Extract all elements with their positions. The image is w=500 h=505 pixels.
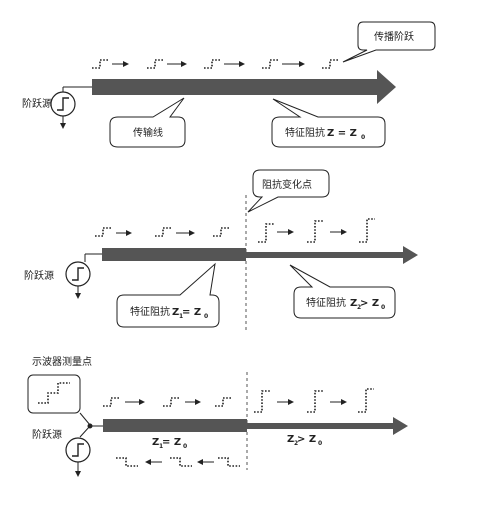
panel-2: 阶跃源 阻抗变化点 特征阻抗 Z 1 = Z 0 xyxy=(24,169,418,330)
step-source-icon xyxy=(65,437,91,463)
svg-text:阻抗变化点: 阻抗变化点 xyxy=(262,178,312,191)
step-source-icon xyxy=(65,261,91,287)
step-waveform-icon xyxy=(102,388,374,413)
svg-text:特征阻抗: 特征阻抗 xyxy=(285,126,325,139)
line-segment-z1 xyxy=(103,419,247,432)
panel-3: 示波器测量点 阶跃源 xyxy=(27,355,408,477)
scope-measure-label: 示波器测量点 xyxy=(32,355,92,368)
callout-transmission-line: 传输线 xyxy=(109,97,186,148)
callout-impedance-change-point: 阻抗变化点 xyxy=(247,169,330,213)
svg-text:= Z: = Z xyxy=(182,307,201,318)
svg-text:> Z: > Z xyxy=(297,434,316,445)
source-label: 阶跃源 xyxy=(22,97,52,110)
callout-impedance-z1: 特征阻抗 Z 1 = Z 0 xyxy=(116,262,220,328)
svg-text:传播阶跃: 传播阶跃 xyxy=(374,30,414,43)
svg-text:Z: Z xyxy=(350,298,357,309)
step-waveform-icon xyxy=(91,59,339,69)
svg-text:1: 1 xyxy=(179,313,183,320)
svg-text:2: 2 xyxy=(294,440,298,447)
svg-text:Z = Z: Z = Z xyxy=(327,128,357,139)
svg-text:2: 2 xyxy=(357,304,361,311)
svg-text:特征阻抗: 特征阻抗 xyxy=(306,296,346,309)
panel-1: 阶跃源 传播阶跃 传输线 特征阻抗 Z = Z 0 xyxy=(22,21,436,148)
label-z2-gt-z0: Z 2 > Z 0 xyxy=(287,434,322,447)
svg-text:0: 0 xyxy=(204,313,208,320)
step-source-icon xyxy=(50,91,76,117)
svg-text:Z: Z xyxy=(287,434,294,445)
line-segment-z2 xyxy=(246,246,418,264)
callout-characteristic-impedance: 特征阻抗 Z = Z 0 xyxy=(271,98,386,148)
svg-text:0: 0 xyxy=(381,304,385,311)
svg-text:Z: Z xyxy=(152,437,159,448)
source-label: 阶跃源 xyxy=(24,269,54,282)
step-waveform-icon xyxy=(94,218,375,243)
label-z1-eq-z0: Z 1 = Z 0 xyxy=(152,437,187,450)
reflected-step-waveform-icon xyxy=(116,457,240,467)
svg-text:0: 0 xyxy=(361,134,365,141)
callout-impedance-z2: 特征阻抗 Z 2 > Z 0 xyxy=(289,264,396,319)
callout-propagating-step: 传播阶跃 xyxy=(342,21,436,63)
svg-text:Z: Z xyxy=(172,307,179,318)
svg-text:特征阻抗: 特征阻抗 xyxy=(130,305,170,318)
transmission-line-bar xyxy=(92,70,396,104)
svg-text:= Z: = Z xyxy=(162,437,181,448)
svg-text:0: 0 xyxy=(183,443,187,450)
svg-text:传输线: 传输线 xyxy=(133,126,163,139)
svg-text:> Z: > Z xyxy=(360,298,379,309)
line-segment-z1 xyxy=(102,248,246,261)
svg-text:1: 1 xyxy=(159,443,163,450)
scope-display-box xyxy=(27,374,91,426)
line-segment-z2 xyxy=(247,417,408,435)
source-label: 阶跃源 xyxy=(32,428,62,441)
svg-text:0: 0 xyxy=(318,440,322,447)
